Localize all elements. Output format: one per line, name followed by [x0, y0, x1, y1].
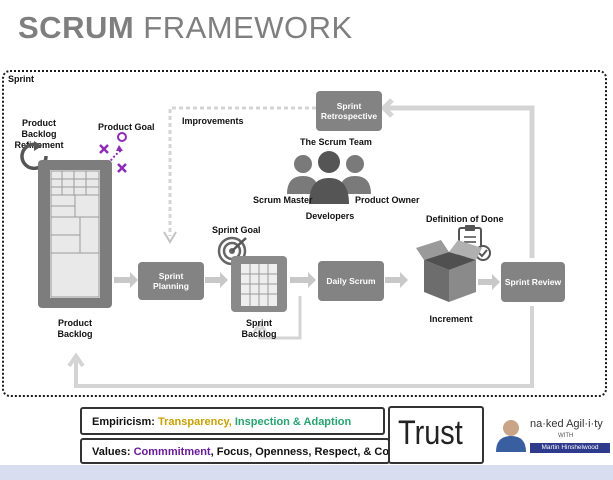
brand-with: WITH	[558, 433, 574, 439]
empiricism-label: Empiricism:	[92, 416, 155, 428]
product-owner-label: Product Owner	[355, 195, 420, 205]
sprint-label: Sprint	[8, 74, 34, 84]
values-label: Values:	[92, 446, 131, 458]
trust-box	[388, 406, 484, 464]
product-goal-label: Product Goal	[98, 122, 155, 132]
scrum-team-label: The Scrum Team	[300, 137, 372, 147]
scrum-master-label: Scrum Master	[253, 195, 313, 205]
sprint-backlog-loop	[258, 296, 302, 340]
page-title: SCRUM FRAMEWORK	[18, 10, 353, 46]
sprint-backlog-label: Sprint Backlog	[241, 318, 277, 339]
sprint-review-event: Sprint Review	[501, 262, 565, 302]
bottom-band	[0, 465, 613, 480]
increment-box-icon	[416, 240, 482, 302]
improvements-arrow	[168, 106, 316, 236]
product-backlog-items-icon	[50, 170, 100, 298]
presenter-name: Martin Hinshelwood	[530, 443, 610, 453]
inspection-adaption-label: Inspection & Adaption	[234, 416, 352, 428]
title-light: FRAMEWORK	[143, 10, 353, 45]
improvements-label: Improvements	[182, 116, 244, 126]
review-to-retro-arrow	[386, 105, 535, 258]
increment-label: Increment	[429, 314, 473, 324]
daily-scrum-event: Daily Scrum	[318, 261, 384, 301]
sprint-backlog-artifact	[231, 256, 287, 312]
product-backlog-label: Product Backlog	[57, 318, 93, 339]
empiricism-bar: Empiricism: Transparency, Inspection & A…	[80, 407, 385, 435]
product-backlog-artifact	[38, 160, 112, 308]
trust-label: Trust	[398, 414, 463, 452]
presenter-avatar	[496, 420, 526, 452]
sprint-retrospective-event: Sprint Retrospective	[316, 91, 382, 131]
values-bar: Values: Commmitment, Focus, Openness, Re…	[80, 438, 390, 464]
scrum-team-people-icon	[287, 151, 371, 204]
sprint-frame	[2, 70, 607, 397]
product-backlog-list	[50, 170, 100, 298]
commitment-label: Commmitment	[133, 446, 211, 458]
bottom-return-arrow	[74, 306, 534, 388]
title-bold: SCRUM	[18, 10, 135, 45]
sprint-backlog-grid-icon	[241, 264, 277, 306]
brand-name: na·ked Agil·i·ty	[530, 418, 603, 430]
developers-label: Developers	[305, 211, 355, 221]
transparency-label: Transparency,	[158, 416, 232, 428]
sprint-goal-label: Sprint Goal	[212, 225, 261, 235]
definition-of-done-label: Definition of Done	[426, 214, 504, 224]
sprint-planning-event: Sprint Planning	[138, 262, 204, 300]
values-rest-label: , Focus, Openness, Respect, & Courage	[210, 446, 390, 458]
